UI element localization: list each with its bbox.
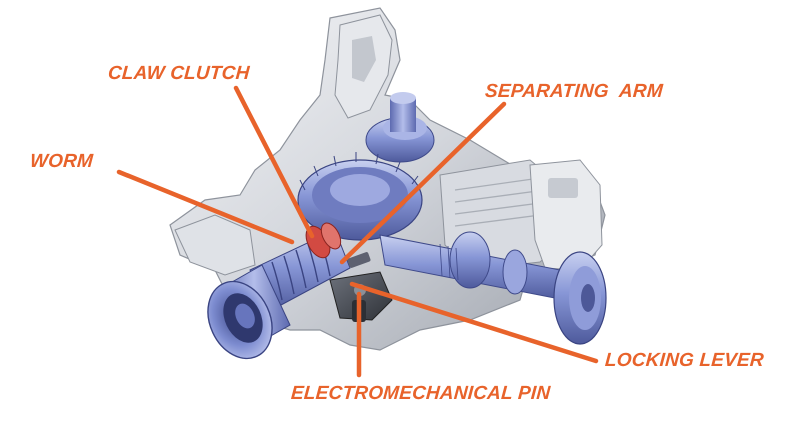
separating-arm-leader [339,101,507,265]
separating-arm-label: SEPARATING ARM [484,81,664,102]
worm-label: WORM [29,151,94,172]
electromechanical-pin-label: ELECTROMECHANICAL PIN [290,383,552,404]
leader-lines [116,85,599,378]
worm-leader [116,169,295,245]
left-flange [207,264,291,360]
locking-lever-leader [349,281,599,364]
claw-clutch-leader [233,85,315,239]
locking-lever-label: LOCKING LEVER [604,350,765,371]
output-shaft [379,231,566,301]
right-flange [553,251,607,345]
claw-clutch-label: CLAW CLUTCH [107,63,251,84]
crown-gear [297,152,423,241]
